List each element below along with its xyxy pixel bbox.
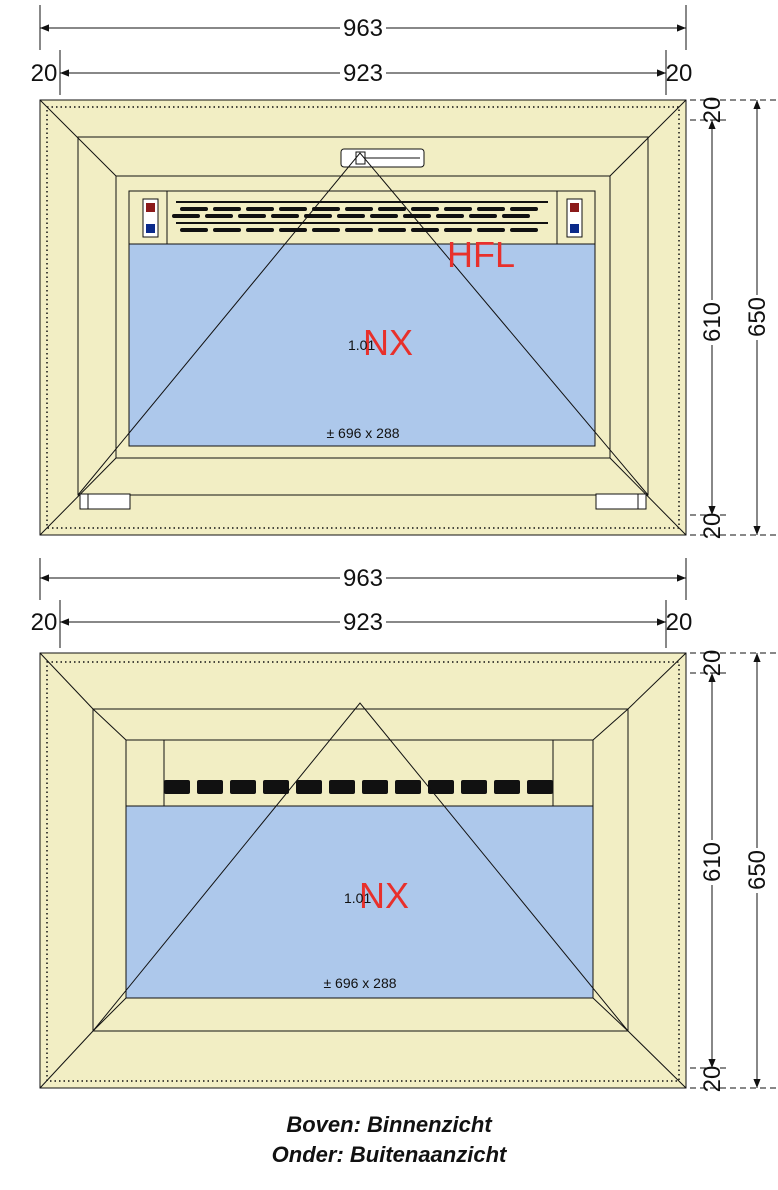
dim-label-overall-width-2: 963 — [343, 565, 383, 592]
dim-label-left-offset: 20 — [31, 60, 58, 87]
glass-id-2: 1.01 — [344, 890, 371, 906]
dim-label-inner-width-2: 923 — [343, 609, 383, 636]
frame-dotted-edge-2 — [46, 661, 680, 1082]
opening-symbol-2 — [92, 702, 629, 1032]
dim-inner-width-2: 923 20 20 — [31, 600, 693, 648]
view-buitenaanzicht: 963 923 20 20 — [31, 558, 778, 1092]
hinge-right — [595, 493, 647, 510]
dim-overall-width: 963 — [39, 5, 687, 50]
grille-control-right — [566, 198, 583, 238]
dim-inner-width: 923 20 20 — [31, 50, 693, 95]
glass-id: 1.01 — [348, 337, 375, 353]
dim-label-inner-height: 610 — [699, 302, 726, 342]
dim-label-overall-height: 650 — [744, 297, 771, 337]
type-code: NX — [363, 322, 413, 363]
type-code-2: NX — [359, 875, 409, 916]
dim-label-overall-width: 963 — [343, 15, 383, 42]
frame-miters-2 — [39, 652, 687, 1089]
window-handle — [340, 148, 425, 168]
glass-size-2: ± 696 x 288 — [323, 975, 396, 991]
grille-slots-2 — [164, 780, 553, 794]
dim-label-left-offset-2: 20 — [31, 609, 58, 636]
dim-label-right-offset: 20 — [666, 60, 693, 87]
dim-label-top-offset-2: 20 — [699, 650, 726, 677]
glass-size: ± 696 x 288 — [326, 425, 399, 441]
dim-vertical: 610 650 20 20 — [690, 97, 778, 540]
glass-pane — [128, 243, 596, 447]
grille-control-left — [142, 198, 159, 238]
hardware-code: HFL — [447, 234, 515, 275]
grille-slots — [172, 201, 548, 232]
ventilation-grille-2 — [125, 739, 594, 807]
dim-overall-width-2: 963 — [39, 558, 687, 600]
dim-label-bottom-offset-2: 20 — [699, 1066, 726, 1093]
view-binnenzicht: 963 923 20 20 — [31, 5, 778, 539]
opening-symbol — [77, 152, 649, 496]
caption-binnenzicht: Boven: Binnenzicht — [286, 1112, 492, 1137]
dim-label-inner-width: 923 — [343, 60, 383, 87]
dim-label-bottom-offset: 20 — [699, 513, 726, 540]
dim-label-top-offset: 20 — [699, 97, 726, 124]
frame-dotted-edge — [46, 106, 680, 529]
dim-label-overall-height-2: 650 — [744, 850, 771, 890]
dim-label-inner-height-2: 610 — [699, 842, 726, 882]
glass-pane-2 — [125, 805, 594, 999]
caption-buitenaanzicht: Onder: Buitenaanzicht — [271, 1142, 507, 1167]
dim-vertical-2: 610 650 20 20 — [690, 650, 778, 1093]
hinge-left — [79, 493, 131, 510]
dim-label-right-offset-2: 20 — [666, 609, 693, 636]
frame-miters — [39, 99, 687, 536]
